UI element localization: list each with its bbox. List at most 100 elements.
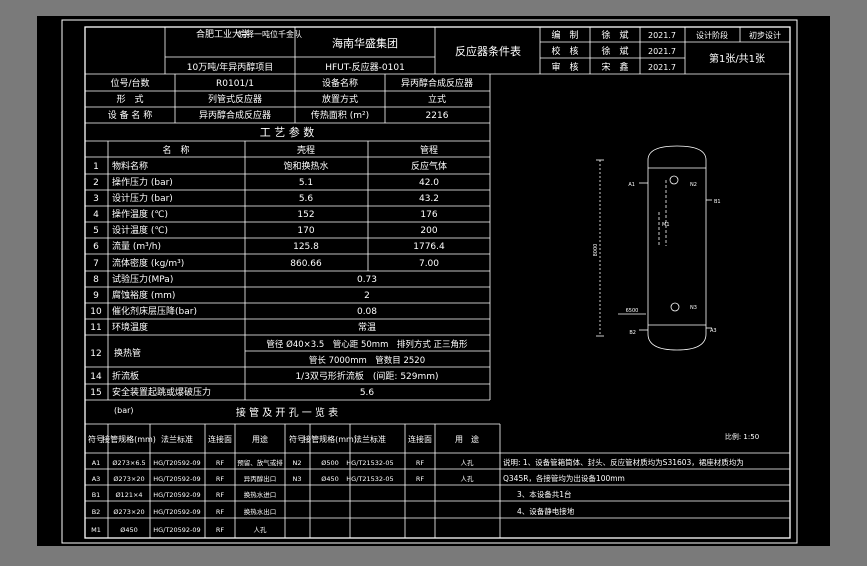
nozzle-col-header: 用途: [252, 434, 268, 444]
sheet-outer-frame: [61, 19, 798, 544]
nozzle-cell: RF: [216, 475, 225, 483]
row-name: 折流板: [112, 370, 139, 382]
nozzle-label-b1: B1: [714, 199, 721, 205]
info-label: 位号/台数: [110, 77, 149, 89]
tube-value: 1776.4: [413, 242, 445, 252]
info-value: 2216: [426, 111, 449, 121]
nozzle-cell: A1: [92, 459, 101, 467]
nozzle-cell: Ø121×4: [115, 491, 142, 499]
tube-value: 43.2: [419, 194, 439, 204]
row-no: 6: [93, 242, 99, 252]
reactor-vessel-drawing: [596, 145, 712, 351]
row-name: 流体密度 (kg/m³): [112, 257, 184, 269]
nozzle-cell: Ø500: [321, 459, 339, 467]
span-value: 0.08: [357, 307, 377, 317]
process-title: 工 艺 参 数: [260, 125, 315, 139]
nozzle-col-header: 符号: [289, 434, 305, 444]
nozzle-label-a3: A3: [710, 328, 717, 334]
role-label: 编 制: [551, 29, 578, 41]
tube-value: 反应气体: [411, 160, 447, 172]
role-name: 徐 斌: [601, 29, 628, 41]
row-no: 12: [90, 349, 101, 359]
row-no: 5: [93, 226, 99, 236]
role-name: 宋 鑫: [601, 61, 628, 73]
company-name: 海南华盛集团: [332, 36, 398, 50]
row-no: 11: [90, 323, 101, 333]
nozzle-cell: A3: [92, 475, 101, 483]
shell-value: 5.6: [299, 194, 314, 204]
nozzle-label-a1: A1: [628, 182, 635, 188]
row-name: 试验压力(MPa): [112, 273, 173, 285]
nozzle-title: 接 管 及 开 孔 一 览 表: [236, 406, 338, 419]
info-value: 立式: [428, 93, 446, 105]
tube-value: 176: [420, 210, 437, 220]
role-date: 2021.7: [648, 63, 676, 72]
row-name: 环境温度: [112, 321, 148, 333]
nozzle-cell: M1: [91, 526, 101, 534]
row-no: 15: [90, 388, 101, 398]
info-label: 设 备 名 称: [108, 109, 153, 121]
tube-spec-line1: 管径 Ø40×3.5 管心距 50mm 排列方式 正三角形: [266, 339, 468, 350]
sheet-number: 第1张/共1张: [709, 52, 765, 65]
shell-value: 152: [297, 210, 314, 220]
stage-value: 初步设计: [749, 30, 781, 40]
nozzle-cell: HG/T21532-05: [346, 475, 393, 483]
nozzle-cell: Ø273×20: [113, 508, 144, 516]
nozzle-label-n3: N3: [690, 305, 697, 311]
role-date: 2021.7: [648, 47, 676, 56]
nozzle-cell: 换热水进口: [244, 490, 277, 499]
nozzle-col-header: 法兰标准: [354, 434, 386, 444]
info-label: 放置方式: [322, 93, 358, 105]
nozzle-col-header: 接管规格(mm): [303, 434, 357, 444]
nozzle-cell: 异丙醇出口: [244, 474, 277, 483]
nozzle-col-header: 接管规格(mm): [102, 434, 156, 444]
row-no: 9: [93, 291, 99, 301]
drawing-background: [37, 16, 830, 546]
note-line: 3、本设备共1台: [517, 489, 572, 499]
drawing-number: HFUT-反应器-0101: [325, 61, 405, 73]
nozzle-cell: RF: [216, 526, 225, 534]
project-name: 10万吨/年异丙醇项目: [187, 61, 274, 73]
info-value: R0101/1: [216, 79, 254, 89]
tube-spec-line2: 管长 7000mm 管数目 2520: [309, 355, 425, 366]
nozzle-cell: RF: [416, 459, 425, 467]
row-name: 操作温度 (℃): [112, 208, 168, 220]
col-tube-header: 管程: [420, 144, 438, 156]
col-name-header: 名 称: [162, 144, 189, 156]
nozzle-cell: 人孔: [461, 475, 475, 483]
span-value: 1/3双弓形折流板 (间距: 529mm): [295, 370, 438, 382]
nozzle-table-grid: [85, 423, 790, 538]
span-value: 5.6: [360, 388, 375, 398]
nozzle-mark-a3: [670, 302, 680, 312]
row-no: 7: [93, 259, 99, 269]
row-name: 设计压力 (bar): [112, 192, 173, 204]
info-value: 异丙醇合成反应器: [401, 77, 473, 89]
design-team: 皖驿一吨位千金队: [238, 29, 302, 39]
row-name: 操作压力 (bar): [112, 176, 173, 188]
row-name: 催化剂床层压降(bar): [112, 305, 197, 317]
shell-value: 125.8: [293, 242, 319, 252]
bar-unit: (bar): [114, 406, 134, 415]
nozzle-col-header: 连接面: [408, 434, 432, 444]
tube-value: 7.00: [419, 259, 439, 269]
nozzle-cell: RF: [216, 508, 225, 516]
drawing-scale: 比例: 1:50: [725, 432, 759, 441]
span-value: 0.73: [357, 275, 377, 285]
nozzle-cell: B2: [92, 508, 101, 516]
nozzle-cell: 人孔: [461, 459, 475, 467]
dimension-label: 6500: [626, 308, 639, 314]
tube-value: 200: [420, 226, 437, 236]
nozzle-col-header: 用 途: [455, 434, 479, 444]
info-value: 异丙醇合成反应器: [199, 109, 271, 121]
nozzle-cell: RF: [416, 475, 425, 483]
row-no: 8: [93, 275, 99, 285]
nozzle-cell: RF: [216, 491, 225, 499]
row-name: 腐蚀裕度 (mm): [112, 289, 175, 301]
title-block: [85, 27, 790, 75]
row-name: 换热管: [114, 347, 141, 359]
nozzle-cell: RF: [216, 459, 225, 467]
row-no: 3: [93, 194, 99, 204]
info-value: 列管式反应器: [208, 93, 262, 105]
